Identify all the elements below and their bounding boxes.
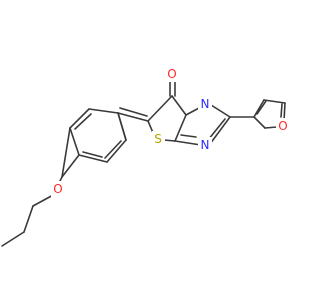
bond (253, 116, 266, 129)
bond (119, 107, 148, 117)
bond (174, 140, 202, 146)
bond (69, 108, 90, 129)
bond (106, 139, 127, 163)
label-mask (51, 181, 65, 197)
label-mask (198, 95, 212, 111)
bond (280, 103, 283, 118)
bond (185, 107, 200, 116)
bond (61, 154, 80, 178)
label-masks (51, 66, 290, 197)
label-mask (165, 66, 179, 82)
bond (69, 127, 80, 156)
bond (117, 112, 127, 141)
bond (207, 118, 226, 141)
bond (209, 116, 231, 145)
bond (74, 113, 92, 130)
structure-drawing: O N N O S O (1, 66, 290, 247)
bond (264, 126, 278, 129)
bond (210, 104, 231, 118)
bond (1, 231, 25, 247)
ether-oxygen-label: O (53, 182, 62, 196)
bond (256, 100, 267, 115)
label-mask (152, 131, 165, 147)
bond (23, 205, 34, 233)
bond (147, 95, 173, 122)
bond (263, 99, 286, 104)
bond (174, 114, 187, 142)
bond (82, 151, 103, 158)
atom-labels: O N N O S O (53, 67, 287, 196)
bond (171, 95, 187, 116)
bond (104, 140, 122, 159)
bond (180, 134, 197, 138)
label-mask (276, 118, 290, 134)
bond (117, 112, 149, 122)
label-mask (198, 137, 212, 153)
carbonyl-oxygen-label: O (167, 67, 176, 81)
triazole-nitrogen-top-label: N (201, 97, 210, 111)
triazole-nitrogen-bottom-label: N (201, 138, 210, 152)
sulfur-label: S (154, 132, 162, 146)
bond (253, 99, 265, 118)
bond-skeleton (1, 80, 286, 247)
bond (61, 127, 71, 178)
bond (163, 139, 176, 142)
molecule-diagram: O N N O S O (1, 66, 290, 247)
bond (78, 154, 108, 163)
furan-oxygen-label: O (278, 119, 287, 133)
bond (88, 108, 119, 114)
